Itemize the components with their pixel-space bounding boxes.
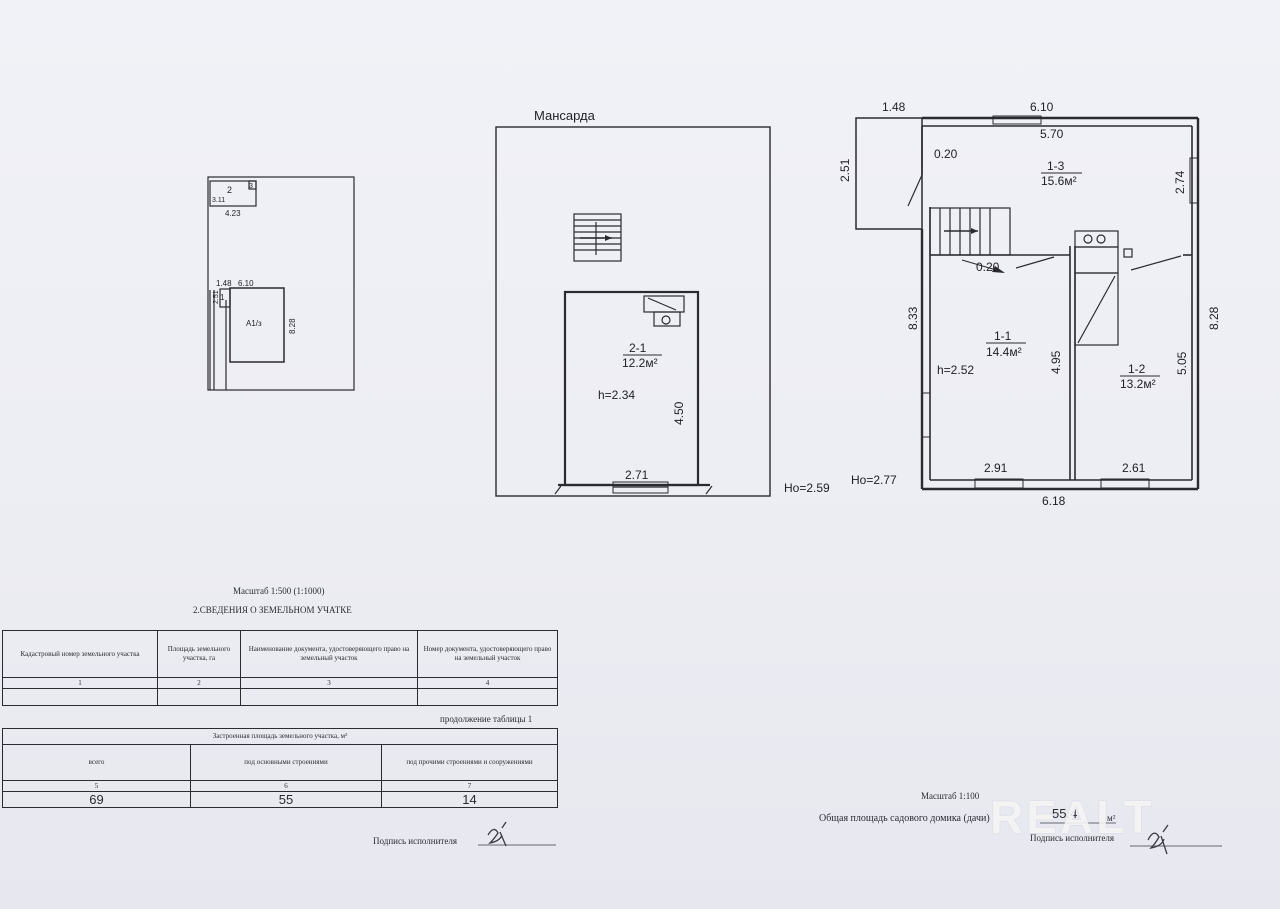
realt-watermark: REALT [990, 791, 1155, 843]
built-header-main: под основными строениями [190, 744, 382, 781]
built-header-other: под прочими строениями и сооружениями [381, 744, 558, 781]
site-dim-148: 1.48 [216, 279, 232, 288]
attic-floor-height: Но=2.59 [784, 481, 830, 495]
ground-dim-828: 8.28 [1207, 306, 1221, 330]
ground-dim-251: 2.51 [838, 158, 852, 182]
ground-dim-020-top: 0.20 [934, 147, 958, 161]
site-dim-423: 4.23 [225, 209, 241, 218]
site-veranda [219, 288, 231, 308]
built-area-title: Застроенная площадь земельного участка, … [2, 728, 558, 745]
built-index-6: 6 [190, 780, 382, 792]
ground-floor-height: Но=2.77 [851, 473, 897, 487]
room-1-3-id: 1-3 [1047, 159, 1065, 173]
site-label-3: 3 [249, 183, 253, 190]
room-1-2-area: 13.2м² [1120, 377, 1156, 391]
land-header-doc-name: Наименование документа, удостоверяющего … [240, 630, 418, 678]
attic-outline [495, 126, 771, 497]
door-room-1-2 [1130, 255, 1182, 271]
land-index-4: 4 [417, 677, 558, 689]
attic-room-area: 12.2м² [622, 356, 658, 370]
attic-dim-271: 2.71 [625, 468, 649, 482]
ground-dim-505: 5.05 [1175, 351, 1189, 375]
room-1-2-id: 1-2 [1128, 362, 1146, 376]
room-1-1-id: 1-1 [994, 329, 1012, 343]
attic-height: h=2.34 [598, 388, 635, 402]
site-building-label: А1/з [246, 319, 262, 328]
land-info-table: Кадастровый номер земельного участка Пло… [2, 630, 558, 706]
site-dim-251: 2.51 [213, 290, 220, 304]
signature-left [487, 821, 507, 847]
total-area-unit: м² [1107, 813, 1116, 823]
ground-dim-148: 1.48 [882, 100, 906, 114]
room-1-3-area: 15.6м² [1041, 174, 1077, 188]
built-value-other: 14 [381, 791, 558, 808]
scale-caption-right: Масштаб 1:100 [921, 791, 980, 801]
land-header-cadastral: Кадастровый номер земельного участка [2, 630, 158, 678]
site-boundary [207, 176, 355, 391]
attic-room-id: 2-1 [629, 341, 647, 355]
land-value-cell [157, 688, 241, 706]
attic-dim-450: 4.50 [672, 401, 686, 425]
signature-right [1147, 824, 1169, 855]
land-value-cell [417, 688, 558, 706]
land-index-3: 3 [240, 677, 418, 689]
table-continuation-note: продолжение таблицы 1 [440, 714, 533, 724]
window-left [921, 392, 931, 438]
site-dim-311: 3.11 [212, 197, 225, 204]
ground-veranda [855, 117, 923, 230]
ground-height: h=2.52 [937, 363, 974, 377]
land-value-cell [240, 688, 418, 706]
site-dim-610: 6.10 [238, 279, 254, 288]
site-outbuilding [209, 180, 257, 207]
ground-dim-495: 4.95 [1049, 350, 1063, 374]
built-index-7: 7 [381, 780, 558, 792]
ground-dim-570: 5.70 [1040, 127, 1064, 141]
window-bottom-left [974, 478, 1024, 489]
ground-dim-833: 8.33 [906, 306, 920, 330]
built-value-main: 55 [190, 791, 382, 808]
total-area-value: 55.4 [1052, 806, 1078, 821]
attic-title: Мансарда [534, 108, 596, 123]
door-veranda [907, 174, 923, 207]
land-section-title: 2.СВЕДЕНИЯ О ЗЕМЕЛЬНОМ УЧАТКЕ [193, 605, 352, 615]
signature-label-left: Подпись исполнителя [373, 836, 457, 846]
land-header-area: Площадь земельного участка, га [157, 630, 241, 678]
signature-label-right: Подпись исполнителя [1030, 833, 1114, 843]
built-value-total: 69 [2, 791, 191, 808]
total-area-label: Общая площадь садового домика (дачи) [819, 813, 990, 824]
ground-dim-291: 2.91 [984, 461, 1008, 475]
land-index-1: 1 [2, 677, 158, 689]
site-label-2: 2 [227, 185, 232, 195]
land-header-doc-number: Номер документа, удостоверяющего право н… [417, 630, 558, 678]
land-index-2: 2 [157, 677, 241, 689]
door-room-1-1 [1015, 256, 1055, 269]
built-index-5: 5 [2, 780, 191, 792]
window-right [1189, 157, 1199, 204]
site-house [229, 287, 285, 363]
window-top [992, 115, 1042, 125]
window-bottom-right [1100, 478, 1150, 489]
ground-dim-261: 2.61 [1122, 461, 1146, 475]
land-value-cell [2, 688, 158, 706]
built-area-table: Застроенная площадь земельного участка, … [2, 728, 558, 808]
room-1-1-area: 14.4м² [986, 345, 1022, 359]
ground-dim-020-stair: 0.20 [976, 260, 1000, 274]
ground-dim-618: 6.18 [1042, 494, 1066, 508]
land-scale-caption: Масштаб 1:500 (1:1000) [233, 586, 325, 596]
built-header-total: всего [2, 744, 191, 781]
site-dim-828: 8.28 [288, 318, 297, 334]
ground-dim-274: 2.74 [1173, 170, 1187, 194]
site-label-1: 1 [220, 293, 225, 302]
ground-dim-610: 6.10 [1030, 100, 1054, 114]
